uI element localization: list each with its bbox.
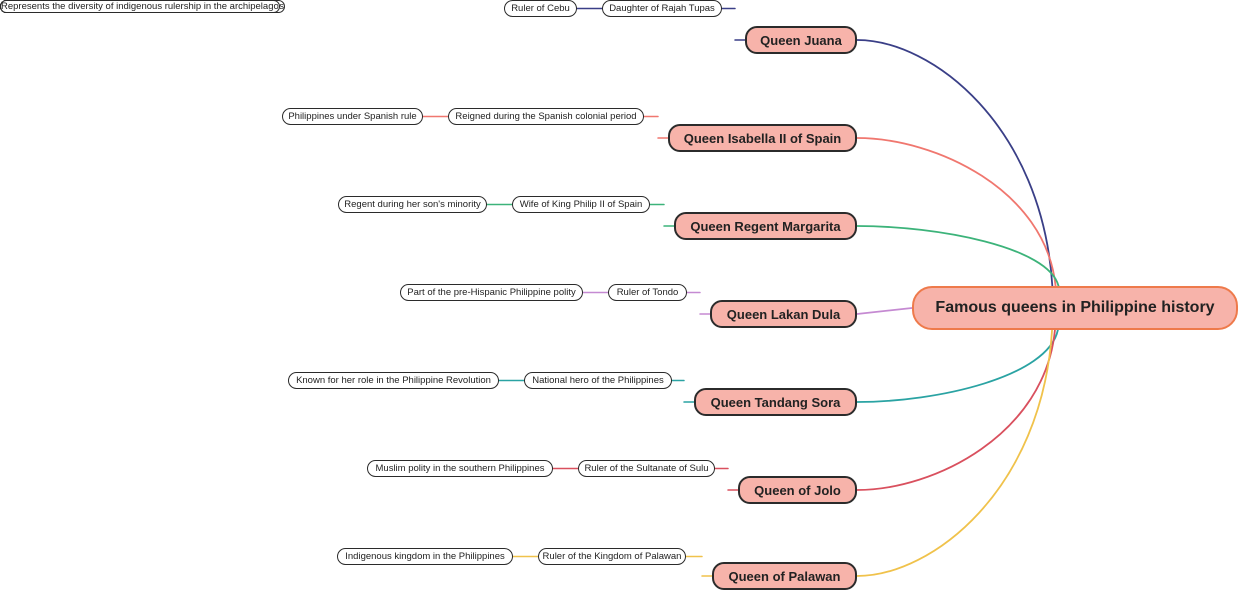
branch-queen-isabella[interactable]: Queen Isabella II of Spain — [668, 124, 857, 152]
branch-line-queen-regent-margarita — [856, 225, 1060, 287]
topic-reigned-during-the-spanish-colonial-period[interactable]: Reigned during the Spanish colonial peri… — [448, 108, 644, 125]
topic-part-of-the-pre-hispanic-philippine-polity[interactable]: Part of the pre-Hispanic Philippine poli… — [400, 284, 583, 301]
topic-muslim-polity-in-the-southern-philippines[interactable]: Muslim polity in the southern Philippine… — [367, 460, 553, 477]
branch-queen-regent-margarita[interactable]: Queen Regent Margarita — [674, 212, 857, 240]
topic-ruler-of-the-kingdom-of-palawan[interactable]: Ruler of the Kingdom of Palawan — [538, 548, 686, 565]
branch-line-queen-juana — [856, 39, 1054, 287]
branch-line-queen-isabella — [856, 137, 1057, 287]
root-topic[interactable]: Famous queens in Philippine history — [912, 286, 1238, 330]
topic-indigenous-kingdom-in-the-philippines[interactable]: Indigenous kingdom in the Philippines — [337, 548, 513, 565]
branch-queen-juana[interactable]: Queen Juana — [745, 26, 857, 54]
branch-queen-tandang-sora[interactable]: Queen Tandang Sora — [694, 388, 857, 416]
topic-represents-the-diversity-of-indigenous-rulership[interactable]: Represents the diversity of indigenous r… — [0, 0, 280, 13]
branch-queen-of-jolo[interactable]: Queen of Jolo — [738, 476, 857, 504]
topic-daughter-of-rajah-tupas[interactable]: Daughter of Rajah Tupas — [602, 0, 722, 17]
topic-regent-during-her-son-s-minority[interactable]: Regent during her son's minority — [338, 196, 487, 213]
branch-line-queen-of-palawan — [856, 329, 1053, 577]
branch-line-queen-tandang-sora — [856, 329, 1059, 403]
topic-ruler-of-cebu[interactable]: Ruler of Cebu — [504, 0, 577, 17]
branch-queen-of-palawan[interactable]: Queen of Palawan — [712, 562, 857, 590]
branch-line-queen-lakan-dula — [856, 307, 913, 315]
branch-line-queen-of-jolo — [856, 329, 1056, 491]
topic-national-hero-of-the-philippines[interactable]: National hero of the Philippines — [524, 372, 672, 389]
branch-queen-lakan-dula[interactable]: Queen Lakan Dula — [710, 300, 857, 328]
topic-philippines-under-spanish-rule[interactable]: Philippines under Spanish rule — [282, 108, 423, 125]
topic-ruler-of-the-sultanate-of-sulu[interactable]: Ruler of the Sultanate of Sulu — [578, 460, 715, 477]
topic-wife-of-king-philip-ii-of-spain[interactable]: Wife of King Philip II of Spain — [512, 196, 650, 213]
topic-known-for-her-role-in-the-philippine-revolution[interactable]: Known for her role in the Philippine Rev… — [288, 372, 499, 389]
topic-ruler-of-tondo[interactable]: Ruler of Tondo — [608, 284, 687, 301]
